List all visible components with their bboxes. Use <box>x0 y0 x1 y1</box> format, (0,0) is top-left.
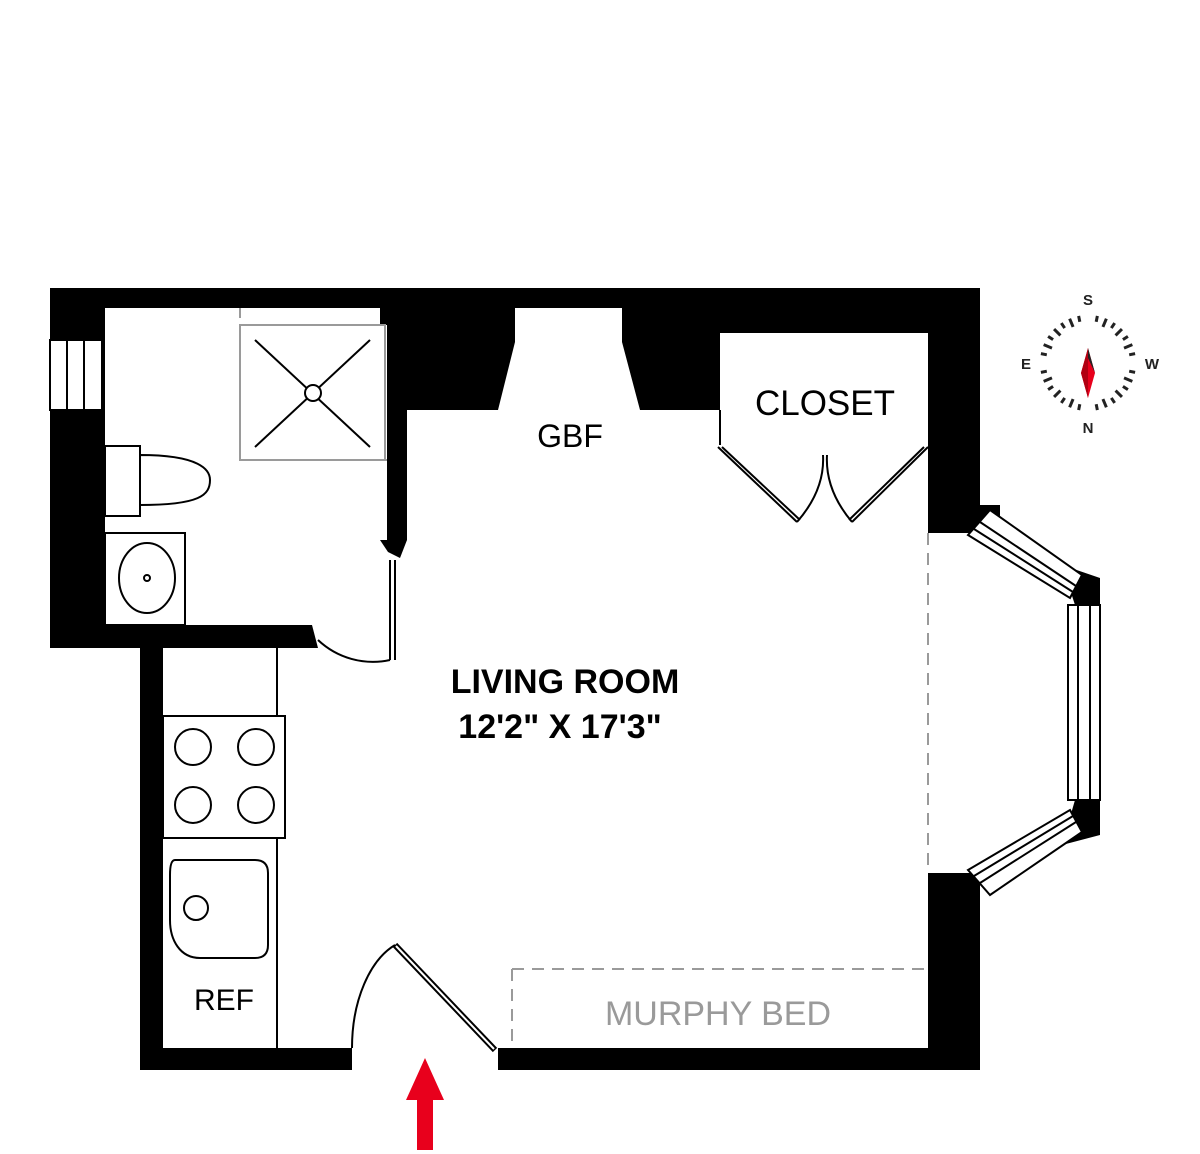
compass-tick <box>1040 352 1048 357</box>
walls <box>50 288 1100 1070</box>
compass-tick <box>1047 385 1054 391</box>
kitchen-sink <box>169 859 269 959</box>
compass-tick <box>1052 389 1062 399</box>
shower-stall <box>239 308 387 461</box>
compass-tick <box>1128 352 1136 357</box>
compass-tick <box>1101 398 1108 408</box>
compass-tick <box>1101 318 1108 328</box>
bay-window <box>966 508 1101 897</box>
compass-tick <box>1052 327 1062 337</box>
toilet <box>104 445 212 517</box>
compass-tick <box>1094 403 1099 411</box>
entry-arrow-icon <box>406 1058 444 1150</box>
compass-tick <box>1114 389 1124 399</box>
compass-tick <box>1122 385 1129 391</box>
compass-tick <box>1094 315 1099 323</box>
compass-tick <box>1122 335 1129 341</box>
compass-tick <box>1060 322 1066 329</box>
closet-doors <box>717 410 929 523</box>
gbf-label: GBF <box>537 418 603 454</box>
compass-icon: S N E W <box>1021 292 1160 437</box>
compass-tick <box>1110 322 1116 329</box>
compass-tick <box>1043 376 1053 383</box>
compass-tick <box>1040 369 1048 374</box>
compass-tick <box>1123 376 1133 383</box>
compass-tick <box>1047 335 1054 341</box>
ref-label: REF <box>194 984 254 1017</box>
murphy-bed-outline <box>511 968 928 1048</box>
compass-tick <box>1110 397 1116 404</box>
bathroom-sink <box>104 532 186 626</box>
compass-tick <box>1077 403 1082 411</box>
compass-tick <box>1068 398 1075 408</box>
compass-ticks <box>1040 315 1136 411</box>
compass-south-label: S <box>1083 292 1093 309</box>
compass-tick <box>1077 315 1082 323</box>
compass-tick <box>1068 318 1075 328</box>
compass-tick <box>1128 369 1136 374</box>
compass-needle <box>1081 348 1095 398</box>
stove <box>162 715 286 839</box>
closet-label: CLOSET <box>755 384 895 423</box>
compass-tick <box>1123 343 1133 350</box>
living-room-dimensions: 12'2" X 17'3" <box>458 708 661 746</box>
compass-tick <box>1114 327 1124 337</box>
bathroom-door <box>317 560 396 663</box>
compass-east-label: E <box>1021 356 1031 373</box>
compass-north-label: N <box>1083 420 1094 437</box>
bathroom-window <box>49 339 103 411</box>
compass-tick <box>1060 397 1066 404</box>
murphy-bed-label: MURPHY BED <box>605 995 831 1033</box>
entry-door <box>351 942 498 1053</box>
compass-west-label: W <box>1145 356 1160 373</box>
compass-tick <box>1043 343 1053 350</box>
living-room-label: LIVING ROOM <box>451 663 680 701</box>
